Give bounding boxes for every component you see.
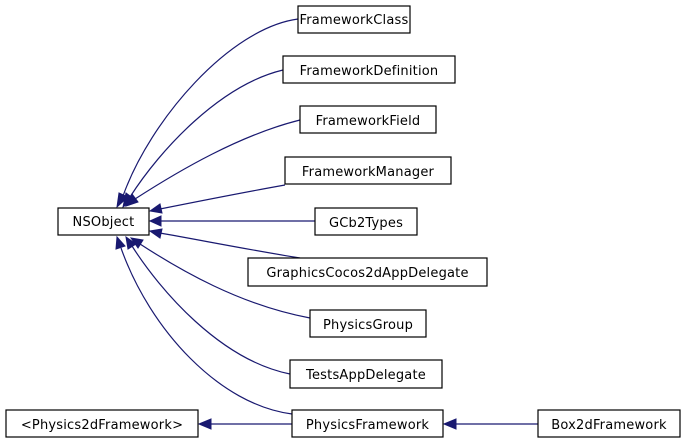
node-label: TestsAppDelegate [305,368,426,383]
edge-gcb2types-to-nsobject [148,215,315,227]
node-frameworkfield[interactable]: FrameworkField [299,105,437,134]
node-physics2dframework-protocol[interactable]: <Physics2dFramework> [5,409,199,438]
edge-physicsframework-to-physics2dframework [197,418,292,430]
node-label: Box2dFramework [551,418,667,433]
node-frameworkmanager[interactable]: FrameworkManager [284,156,452,185]
edges [115,18,538,430]
edge-box2dframework-to-physicsframework [442,418,538,430]
node-physicsgroup[interactable]: PhysicsGroup [309,309,427,338]
node-label: GCb2Types [329,216,403,231]
node-label: PhysicsFramework [306,418,430,433]
node-gcb2types[interactable]: GCb2Types [314,207,418,236]
node-label: FrameworkDefinition [300,64,439,79]
node-label: <Physics2dFramework> [21,418,183,433]
edge-frameworkmanager-to-nsobject [148,184,286,214]
node-frameworkclass[interactable]: FrameworkClass [297,5,411,34]
node-label: FrameworkClass [300,13,409,28]
node-label: FrameworkField [316,114,421,129]
edge-testsappdelegate-to-nsobject [125,235,291,375]
edge-frameworkfield-to-nsobject [125,119,301,207]
node-label: FrameworkManager [302,165,435,180]
edge-frameworkdefinition-to-nsobject [122,69,284,209]
edge-graphicscocos2dappdelegate-to-nsobject [148,228,301,259]
node-label: GraphicsCocos2dAppDelegate [266,266,468,281]
node-label: PhysicsGroup [323,318,413,333]
edge-physicsframework-to-nsobject [115,235,293,415]
node-box2dframework[interactable]: Box2dFramework [537,409,681,438]
edge-frameworkclass-to-nsobject [116,18,299,209]
node-physicsframework[interactable]: PhysicsFramework [291,409,444,438]
nodes: NSObject FrameworkClass FrameworkDefinit… [5,5,681,438]
node-testsappdelegate[interactable]: TestsAppDelegate [289,359,443,389]
node-frameworkdefinition[interactable]: FrameworkDefinition [282,55,456,84]
node-label: NSObject [73,215,135,230]
node-nsobject[interactable]: NSObject [57,207,150,236]
node-graphicscocos2dappdelegate[interactable]: GraphicsCocos2dAppDelegate [247,257,488,287]
